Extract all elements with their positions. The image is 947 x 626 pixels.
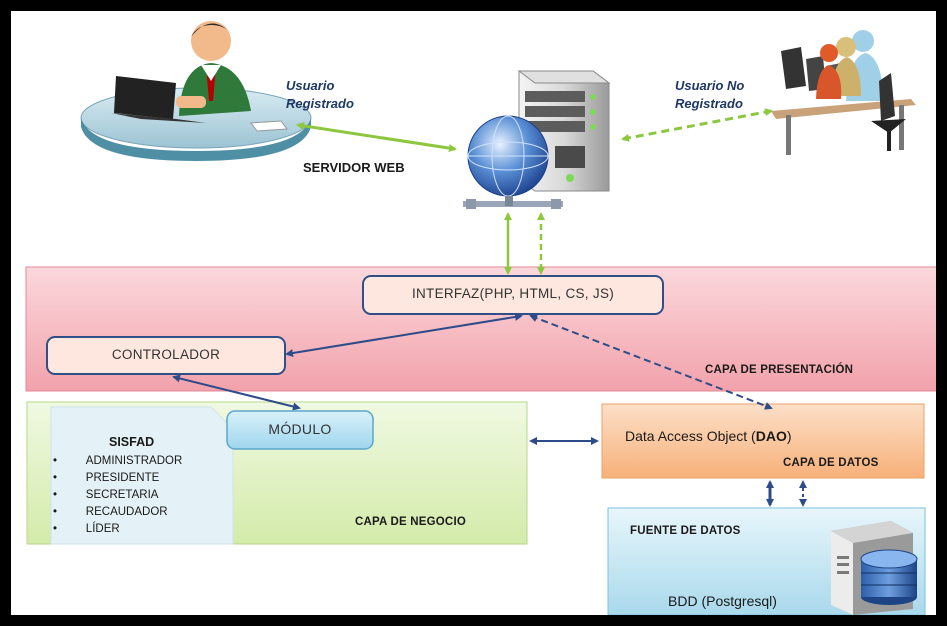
controller-label: CONTROLADOR [111, 347, 221, 362]
registered-user-label: Usuario Registrado [286, 78, 354, 111]
presentation-layer-label: CAPA DE PRESENTACIÓN [705, 364, 854, 376]
unregistered-user-label: Usuario No Registrado [675, 78, 745, 111]
web-server-icon [463, 70, 611, 209]
database-server-icon [831, 521, 918, 615]
registered-user-icon [80, 21, 312, 161]
roles-list: • ADMINISTRADOR • PRESIDENTE • SECRETARI… [53, 453, 182, 538]
module-box[interactable] [226, 410, 374, 450]
unregistered-user-icon [771, 30, 916, 155]
controller-box[interactable] [46, 336, 286, 375]
web-server-label: SERVIDOR WEB [303, 160, 405, 175]
interface-label: INTERFAZ(PHP, HTML, CS, JS) [411, 286, 615, 301]
data-layer-label: CAPA DE DATOS [783, 457, 879, 469]
module-label: MÓDULO [268, 421, 332, 437]
system-title: SISFAD [109, 435, 155, 449]
diagram-graphics [25, 21, 936, 615]
architecture-diagram: Usuario Registrado Usuario No Registrado… [11, 11, 936, 615]
database-label: BDD (Postgresql) [668, 593, 777, 609]
business-layer-label: CAPA DE NEGOCIO [355, 516, 466, 528]
role-item: • PRESIDENTE [53, 472, 160, 484]
role-item: • SECRETARIA [53, 489, 159, 501]
role-item: • LÍDER [53, 523, 120, 535]
role-item: • RECAUDADOR [53, 506, 168, 518]
role-item: • ADMINISTRADOR [53, 455, 183, 467]
dao-label: Data Access Object (DAO) [625, 428, 792, 444]
data-layer [601, 403, 925, 479]
data-source-label: FUENTE DE DATOS [630, 525, 741, 537]
